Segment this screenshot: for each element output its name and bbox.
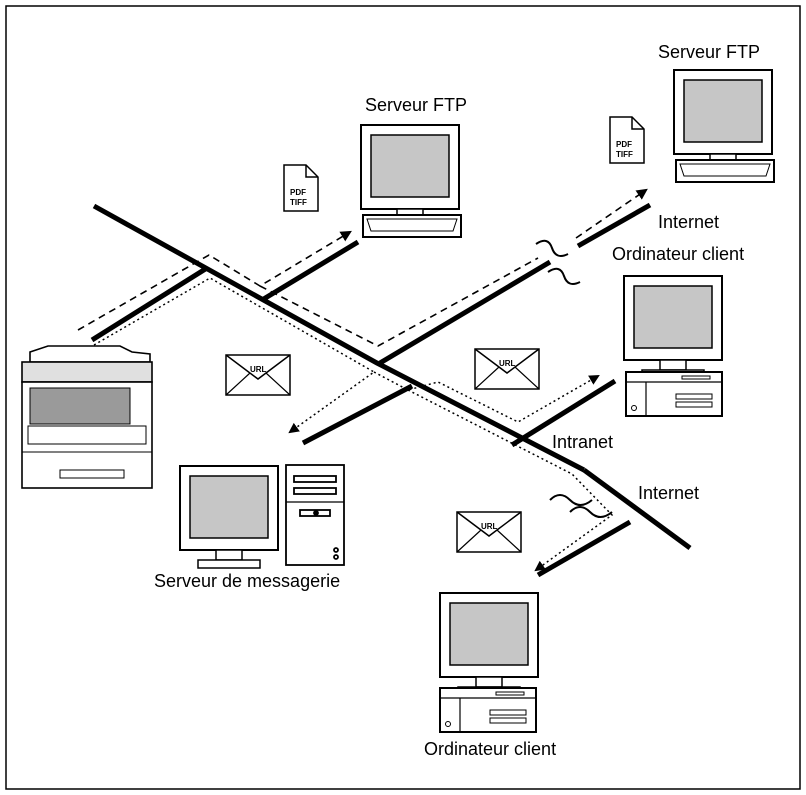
svg-text:TIFF: TIFF <box>616 150 633 159</box>
printer-device <box>21 345 153 489</box>
client-computer-right <box>623 275 723 417</box>
svg-text:TIFF: TIFF <box>290 198 307 207</box>
ftp-upload-route <box>77 188 648 347</box>
svg-text:PDF: PDF <box>616 140 632 149</box>
client-bottom-label: Ordinateur client <box>424 739 557 759</box>
intranet-client-branch <box>510 378 617 448</box>
svg-text:URL: URL <box>250 365 267 374</box>
internet-branch-upper <box>576 202 652 249</box>
client-bottom-branch <box>536 519 632 578</box>
ftp-server-right-label: Serveur FTP <box>658 42 761 62</box>
ftp-server-center-label: Serveur FTP <box>365 95 468 115</box>
internet-break-bottom <box>549 494 613 518</box>
mail-server <box>179 464 345 569</box>
main-backbone-lower <box>582 467 692 551</box>
envelope-icon-right: URL <box>474 348 540 390</box>
ftp-center-branch <box>260 239 360 303</box>
ftp-server-center <box>360 124 462 238</box>
ftp-server-right <box>673 69 775 183</box>
internet-bottom-label: Internet <box>638 483 700 503</box>
document-icon-right: PDF TIFF <box>609 116 645 164</box>
internet-top-label: Internet <box>658 212 720 232</box>
outer-frame <box>5 5 801 790</box>
intranet-label: Intranet <box>552 432 614 452</box>
client-right-label: Ordinateur client <box>612 244 745 264</box>
envelope-icon-left: URL <box>225 354 291 396</box>
document-icon-center: PDF TIFF <box>283 164 319 212</box>
printer-branch <box>90 265 209 343</box>
svg-text:URL: URL <box>481 522 498 531</box>
main-backbone-upper <box>92 203 586 473</box>
internet-branch-lower <box>378 259 552 366</box>
url-notification-route <box>93 277 614 572</box>
client-computer-bottom <box>439 592 539 733</box>
envelope-icon-bottom: URL <box>456 511 522 553</box>
mail-server-branch <box>301 383 414 446</box>
internet-break-top <box>535 239 581 285</box>
network-lines <box>90 202 692 578</box>
svg-text:PDF: PDF <box>290 188 306 197</box>
svg-text:URL: URL <box>499 359 516 368</box>
mail-server-label: Serveur de messagerie <box>154 571 341 591</box>
